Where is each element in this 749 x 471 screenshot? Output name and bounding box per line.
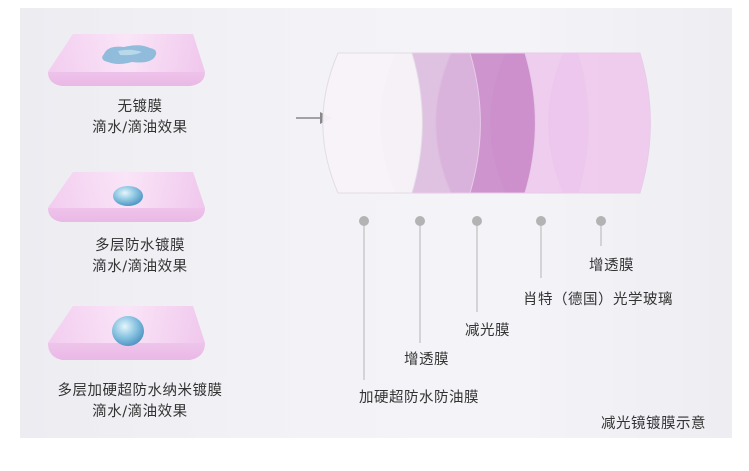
dot-icon xyxy=(359,216,369,226)
sample-label-nano: 多层加硬超防水纳米镀膜 滴水/滴油效果 xyxy=(57,383,223,420)
dot-icon xyxy=(596,216,606,226)
water-drop xyxy=(113,186,143,206)
sample-label-uncoated: 无镀膜 滴水/滴油效果 xyxy=(92,99,188,136)
layer-label-ar-outer: 增透膜 xyxy=(589,258,634,274)
layer-label-glass: 肖特（德国）光学玻璃 xyxy=(523,292,673,308)
sample-pad-uncoated xyxy=(48,34,205,86)
dot-icon xyxy=(472,216,482,226)
diagram-caption: 减光镜镀膜示意 xyxy=(601,416,706,432)
sample-pad-waterproof xyxy=(48,172,205,222)
sample-pad-nano xyxy=(48,306,205,360)
layer-label-ar-inner: 增透膜 xyxy=(404,352,449,368)
dot-icon xyxy=(536,216,546,226)
water-bead xyxy=(112,316,144,346)
layer-label-hydrophobic: 加硬超防水防油膜 xyxy=(359,390,479,406)
dot-icon xyxy=(415,216,425,226)
leader-lines xyxy=(359,216,606,380)
sample-label-waterproof: 多层防水镀膜 滴水/滴油效果 xyxy=(92,238,188,275)
lens-layer-stack xyxy=(322,52,651,194)
layer-hydrophobic xyxy=(322,52,423,194)
layer-label-nd: 减光膜 xyxy=(465,323,510,339)
